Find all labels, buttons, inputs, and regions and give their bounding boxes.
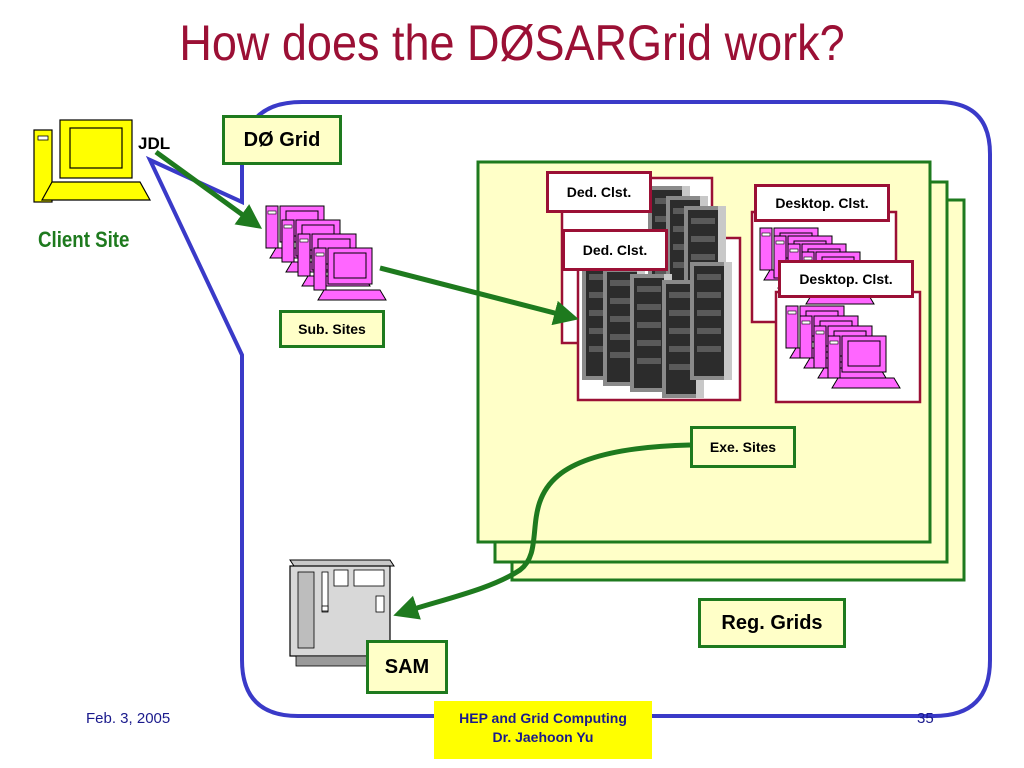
exe-sites-label: Exe. Sites <box>690 426 796 468</box>
footer-course-box: HEP and Grid Computing Dr. Jaehoon Yu <box>434 701 652 759</box>
sam-label: SAM <box>366 640 448 694</box>
footer-author: Dr. Jaehoon Yu <box>492 729 594 745</box>
client-computer-icon <box>33 119 152 203</box>
exe-to-sam-arrow <box>393 442 691 620</box>
sub-sites-label: Sub. Sites <box>279 310 385 348</box>
reg-grids-label: Reg. Grids <box>698 598 846 648</box>
footer-date: Feb. 3, 2005 <box>86 710 171 727</box>
footer-course: HEP and Grid Computing <box>459 710 627 726</box>
desktop-clst-label-2: Desktop. Clst. <box>778 260 914 298</box>
jdl-label: JDL <box>138 134 171 153</box>
client-site-label: Client Site <box>38 227 130 252</box>
footer-page-number: 35 <box>917 710 934 727</box>
d0-grid-label: DØ Grid <box>222 115 342 165</box>
page-title: How does the DØSARGrid work? <box>179 15 845 71</box>
sub-to-exe-arrow <box>379 265 579 326</box>
desktop-clst-label-1: Desktop. Clst. <box>754 184 890 222</box>
jdl-arrow <box>154 149 263 229</box>
ded-clst-label-2: Ded. Clst. <box>562 229 668 271</box>
ded-clst-label-1: Ded. Clst. <box>546 171 652 213</box>
